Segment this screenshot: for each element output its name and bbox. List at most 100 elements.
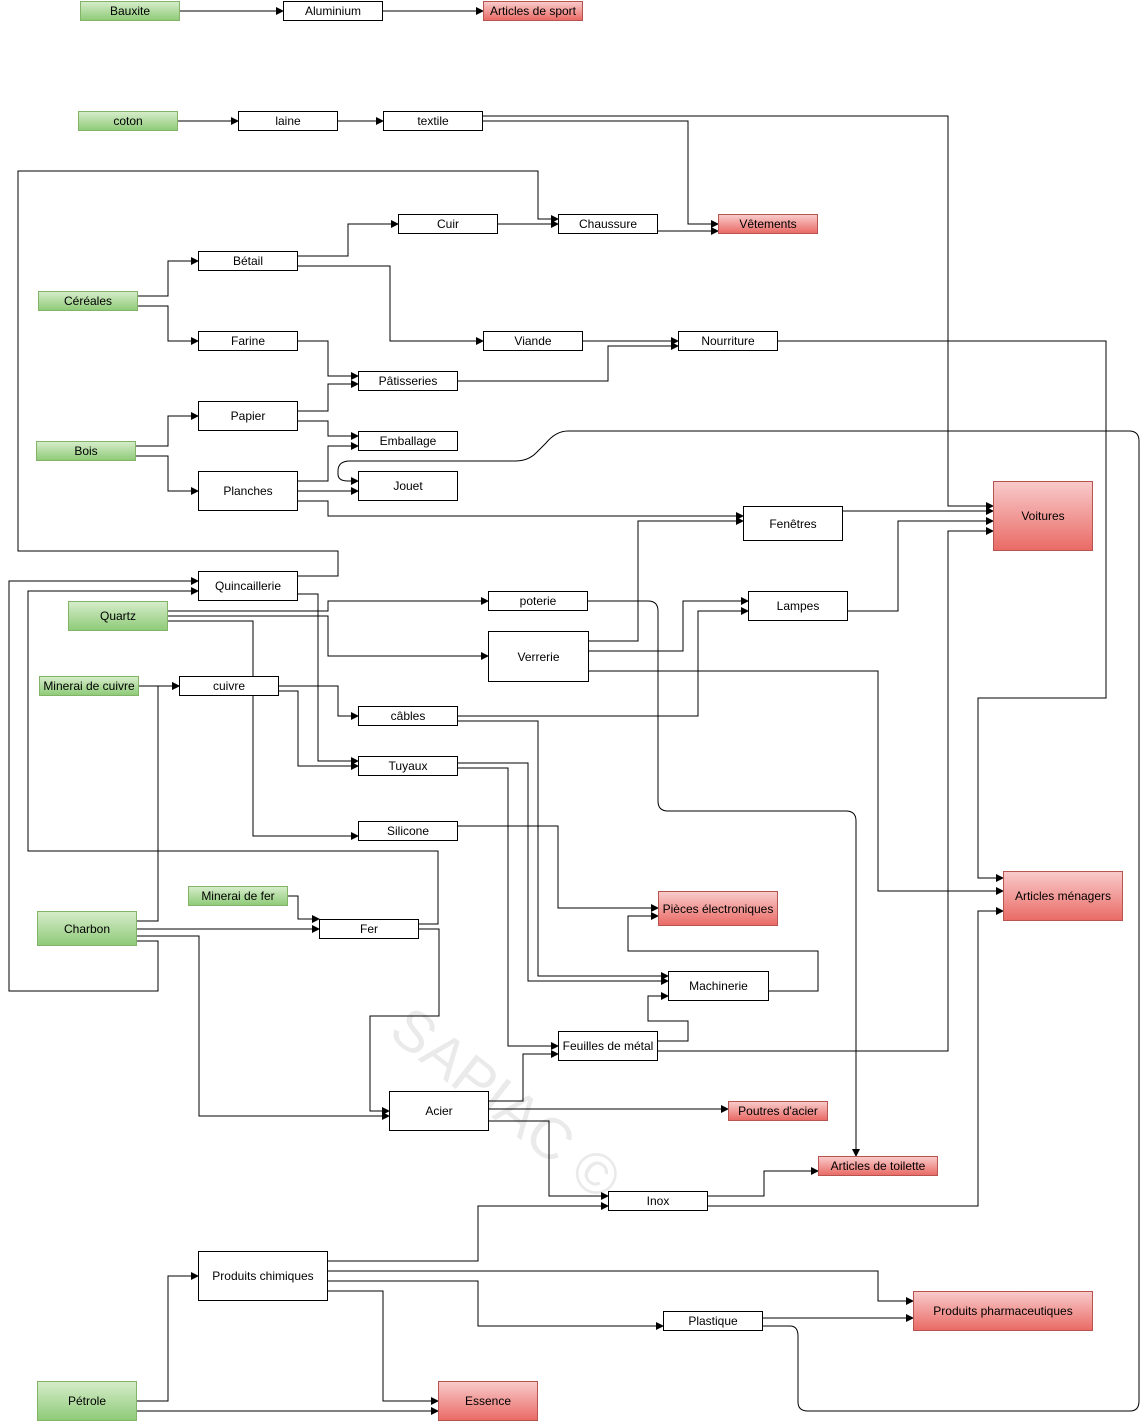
- node-essence[interactable]: Essence: [438, 1381, 538, 1421]
- edge-feuilles-metal-voitures: [658, 527, 994, 1052]
- edge-cereales-betail: [138, 257, 199, 297]
- node-jouet[interactable]: Jouet: [358, 471, 458, 501]
- edge-produits-chimiques-essence: [328, 1290, 439, 1405]
- edge-farine-patisseries: [298, 340, 359, 380]
- node-voitures[interactable]: Voitures: [993, 481, 1093, 551]
- node-nourriture[interactable]: Nourriture: [678, 331, 778, 351]
- node-plastique[interactable]: Plastique: [663, 1311, 763, 1331]
- node-coton[interactable]: coton: [78, 111, 178, 131]
- edge-quincaillerie-chaussure: [17, 170, 559, 577]
- edge-produits-chimiques-inox: [328, 1202, 609, 1262]
- edge-papier-patisseries: [298, 380, 359, 412]
- edge-textile-voitures: [483, 115, 994, 510]
- edge-fer-acier: [369, 928, 440, 1115]
- edge-petrole-produits-chimiques: [137, 1272, 199, 1402]
- node-chaussure[interactable]: Chaussure: [558, 214, 658, 234]
- node-quincaillerie[interactable]: Quincaillerie: [198, 571, 298, 601]
- node-verrerie[interactable]: Verrerie: [488, 631, 589, 682]
- edge-lampes-voitures: [848, 517, 994, 612]
- edge-tuyaux-feuilles-metal: [458, 767, 559, 1050]
- edge-cuivre-tuyaux: [279, 690, 359, 770]
- edge-produits-chimiques-pharmaceutiques: [328, 1270, 914, 1305]
- edge-cereales-farine: [138, 305, 199, 345]
- node-acier[interactable]: Acier: [389, 1091, 489, 1131]
- edge-verrerie-lampes: [589, 597, 749, 652]
- edge-betail-cuir: [298, 220, 399, 257]
- node-cereales[interactable]: Céréales: [38, 291, 138, 311]
- edge-charbon-cuivre: [137, 682, 180, 922]
- node-planches[interactable]: Planches: [198, 471, 298, 511]
- node-articles-sport[interactable]: Articles de sport: [483, 1, 583, 21]
- node-machinerie[interactable]: Machinerie: [668, 971, 769, 1001]
- edge-planches-emballage: [298, 442, 359, 482]
- edge-silicone-pieces-electroniques: [458, 825, 659, 912]
- edge-bois-papier: [136, 412, 199, 447]
- node-feuilles-metal[interactable]: Feuilles de métal: [558, 1031, 658, 1061]
- edge-cuivre-cables: [279, 685, 359, 720]
- edge-planches-fenetres: [298, 500, 744, 520]
- node-minerai-fer[interactable]: Minerai de fer: [188, 886, 288, 906]
- edge-minerai-fer-fer: [288, 895, 320, 923]
- edge-produits-chimiques-plastique: [328, 1280, 664, 1330]
- node-viande[interactable]: Viande: [483, 331, 583, 351]
- node-articles-toilette[interactable]: Articles de toilette: [818, 1156, 938, 1176]
- node-aluminium[interactable]: Aluminium: [283, 1, 383, 21]
- node-emballage[interactable]: Emballage: [358, 431, 458, 451]
- edge-quartz-silicone: [168, 620, 359, 840]
- node-silicone[interactable]: Silicone: [358, 821, 458, 841]
- edge-bois-planches: [136, 455, 199, 495]
- node-fenetres[interactable]: Fenêtres: [743, 506, 843, 541]
- node-tuyaux[interactable]: Tuyaux: [358, 756, 458, 776]
- node-petrole[interactable]: Pétrole: [37, 1381, 137, 1421]
- edge-acier-feuilles-metal: [489, 1050, 559, 1102]
- node-produits-pharmaceutiques[interactable]: Produits pharmaceutiques: [913, 1291, 1093, 1331]
- node-farine[interactable]: Farine: [198, 331, 298, 351]
- edge-quartz-verrerie: [168, 615, 489, 660]
- node-vetements[interactable]: Vêtements: [718, 214, 818, 234]
- node-cuivre[interactable]: cuivre: [179, 676, 279, 696]
- edge-verrerie-fenetres: [589, 517, 744, 642]
- edge-cables-machinerie: [458, 720, 669, 980]
- edge-acier-inox: [489, 1120, 609, 1200]
- edge-papier-emballage: [298, 420, 359, 440]
- edge-feuilles-metal-machinerie: [647, 992, 689, 1042]
- edge-fer-quincaillerie: [27, 587, 439, 925]
- node-inox[interactable]: Inox: [608, 1191, 708, 1211]
- node-poterie[interactable]: poterie: [488, 591, 588, 611]
- node-quartz[interactable]: Quartz: [68, 601, 168, 631]
- node-textile[interactable]: textile: [383, 111, 483, 131]
- node-articles-menagers[interactable]: Articles ménagers: [1003, 871, 1123, 921]
- edge-nourriture-articles-menagers: [778, 340, 1107, 882]
- node-laine[interactable]: laine: [238, 111, 338, 131]
- edge-inox-articles-menagers: [708, 907, 1004, 1207]
- edge-charbon-quincaillerie: [8, 577, 199, 992]
- node-patisseries[interactable]: Pâtisseries: [358, 371, 458, 391]
- node-bauxite[interactable]: Bauxite: [80, 1, 180, 21]
- edge-cables-lampes: [458, 607, 749, 717]
- edge-poterie-articles-toilette: [588, 600, 860, 1157]
- node-betail[interactable]: Bétail: [198, 251, 298, 271]
- node-produits-chimiques[interactable]: Produits chimiques: [198, 1251, 328, 1301]
- edge-charbon-acier: [137, 935, 390, 1120]
- node-fer[interactable]: Fer: [319, 919, 419, 939]
- edge-patisseries-nourriture: [458, 342, 679, 382]
- edge-inox-articles-toilette: [708, 1167, 819, 1197]
- edge-plastique-jouet: [337, 430, 1140, 1412]
- edge-verrerie-articles-menagers: [589, 670, 1004, 895]
- edge-machinerie-pieces-electroniques: [627, 912, 819, 992]
- node-cuir[interactable]: Cuir: [398, 214, 498, 234]
- node-pieces-electroniques[interactable]: Pièces électroniques: [658, 891, 778, 926]
- node-papier[interactable]: Papier: [198, 401, 298, 431]
- node-lampes[interactable]: Lampes: [748, 591, 848, 621]
- node-charbon[interactable]: Charbon: [37, 911, 137, 946]
- node-poutres-acier[interactable]: Poutres d'acier: [728, 1101, 828, 1121]
- edge-textile-vetements: [483, 120, 719, 228]
- edge-betail-viande: [298, 265, 484, 345]
- node-cables[interactable]: câbles: [358, 706, 458, 726]
- edge-quartz-poterie: [168, 597, 489, 612]
- node-minerai-cuivre[interactable]: Minerai de cuivre: [39, 676, 139, 696]
- edge-quincaillerie-tuyaux: [298, 593, 359, 765]
- node-bois[interactable]: Bois: [36, 441, 136, 461]
